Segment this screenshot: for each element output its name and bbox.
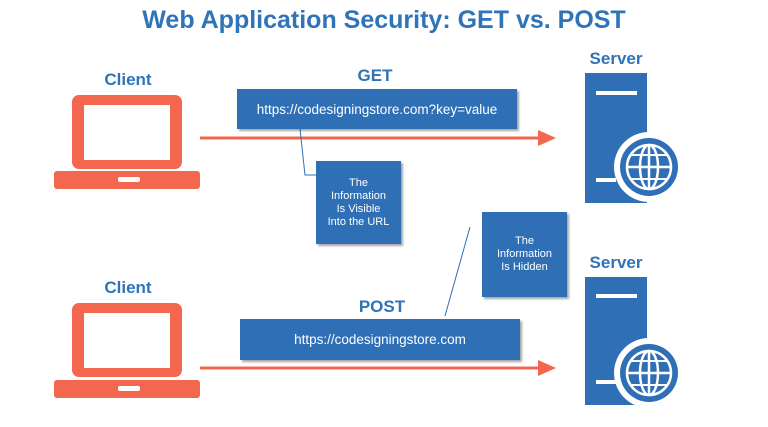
- post-url-box: https://codesigningstore.com: [240, 319, 520, 360]
- get-method-label: GET: [357, 66, 393, 85]
- post-method-label: POST: [358, 297, 406, 316]
- server-label-get: Server: [589, 49, 643, 68]
- server-label-post: Server: [589, 253, 643, 272]
- laptop-icon: [54, 303, 200, 398]
- server-globe-icon: [585, 277, 684, 408]
- get-url-box: https://codesigningstore.com?key=value: [237, 89, 517, 129]
- post-info-note: The Information Is Hidden: [482, 212, 567, 297]
- diagram-title: Web Application Security: GET vs. POST: [142, 6, 626, 34]
- post-request-arrow: [200, 360, 556, 376]
- laptop-icon: [54, 95, 200, 189]
- server-globe-icon: [585, 73, 684, 203]
- get-info-note: The Information Is Visible Into the URL: [316, 161, 401, 244]
- client-label-get: Client: [104, 70, 152, 89]
- post-note-connector: [444, 226, 471, 317]
- client-label-post: Client: [104, 278, 152, 297]
- get-note-connector: [299, 128, 318, 176]
- get-request-arrow: [200, 130, 556, 146]
